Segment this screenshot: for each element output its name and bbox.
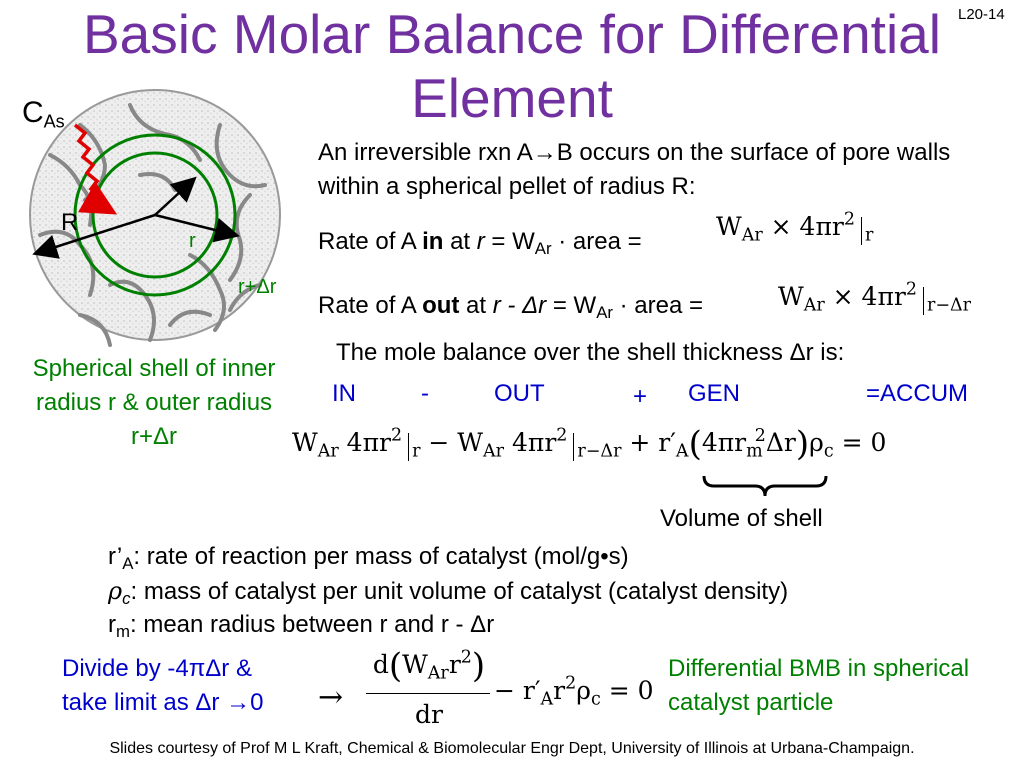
- def-mean-radius: rm: mean radius between r and r - Δr: [108, 611, 495, 642]
- label-r: r: [189, 230, 196, 252]
- slide-number: L20-14: [958, 6, 1005, 23]
- pellet-diagram: [29, 89, 281, 347]
- term-minus: -: [421, 380, 429, 407]
- label-r-plus-dr: r+Δr: [238, 276, 277, 298]
- rate-out-expr: WAr × 4πr2r−Δr: [778, 279, 972, 316]
- slide-title: Basic Molar Balance for Differential Ele…: [83, 3, 941, 129]
- rate-in-expr: WAr × 4πr2r: [716, 209, 874, 246]
- mole-balance-equation: WAr 4πr2r − WAr 4πr2r−Δr + r′A(4πrm2Δr)ρ…: [292, 424, 887, 464]
- volume-of-shell-label: Volume of shell: [660, 505, 823, 532]
- radius-R-arrow: [32, 213, 156, 259]
- rate-out-line: Rate of A out at r - Δr = WAr · area =: [318, 292, 704, 323]
- term-gen: GEN: [688, 380, 741, 407]
- fraction-bar: [366, 693, 490, 694]
- diffusion-arrow: [73, 123, 118, 215]
- radius-r-arrow: [154, 213, 240, 243]
- rate-in-line: Rate of A in at r = WAr · area =: [318, 228, 642, 259]
- diagram-caption: Spherical shell of inner radius r & oute…: [32, 355, 276, 450]
- term-plus: +: [633, 383, 648, 410]
- slide-footer: Slides courtesy of Prof M L Kraft, Chemi…: [109, 740, 915, 757]
- shell-outer: [73, 133, 237, 297]
- volume-brace: [702, 475, 828, 497]
- final-arrow: →: [318, 680, 344, 715]
- label-R: R: [61, 209, 79, 236]
- label-cas: CAs: [22, 96, 65, 132]
- bmb-note: Differential BMB in spherical catalyst p…: [668, 655, 970, 716]
- final-numerator: d(WArr2): [372, 646, 486, 686]
- final-denominator: dr: [415, 700, 443, 729]
- balance-intro: The mole balance over the shell thicknes…: [336, 339, 845, 366]
- shell-inner: [91, 151, 219, 279]
- def-density: ρc: mass of catalyst per unit volume of …: [108, 577, 789, 609]
- term-in: IN: [332, 380, 356, 407]
- radius-rdr-arrow: [154, 176, 197, 216]
- intro-text: An irreversible rxn A→B occurs on the su…: [318, 139, 951, 200]
- term-accum: =ACCUM: [866, 380, 969, 407]
- def-rate: r’A: rate of reaction per mass of cataly…: [108, 543, 629, 574]
- final-rest: − r′Ar2ρc = 0: [494, 673, 654, 710]
- divide-note: Divide by -4πΔr & take limit as Δr →0: [62, 655, 264, 716]
- term-out: OUT: [494, 380, 545, 407]
